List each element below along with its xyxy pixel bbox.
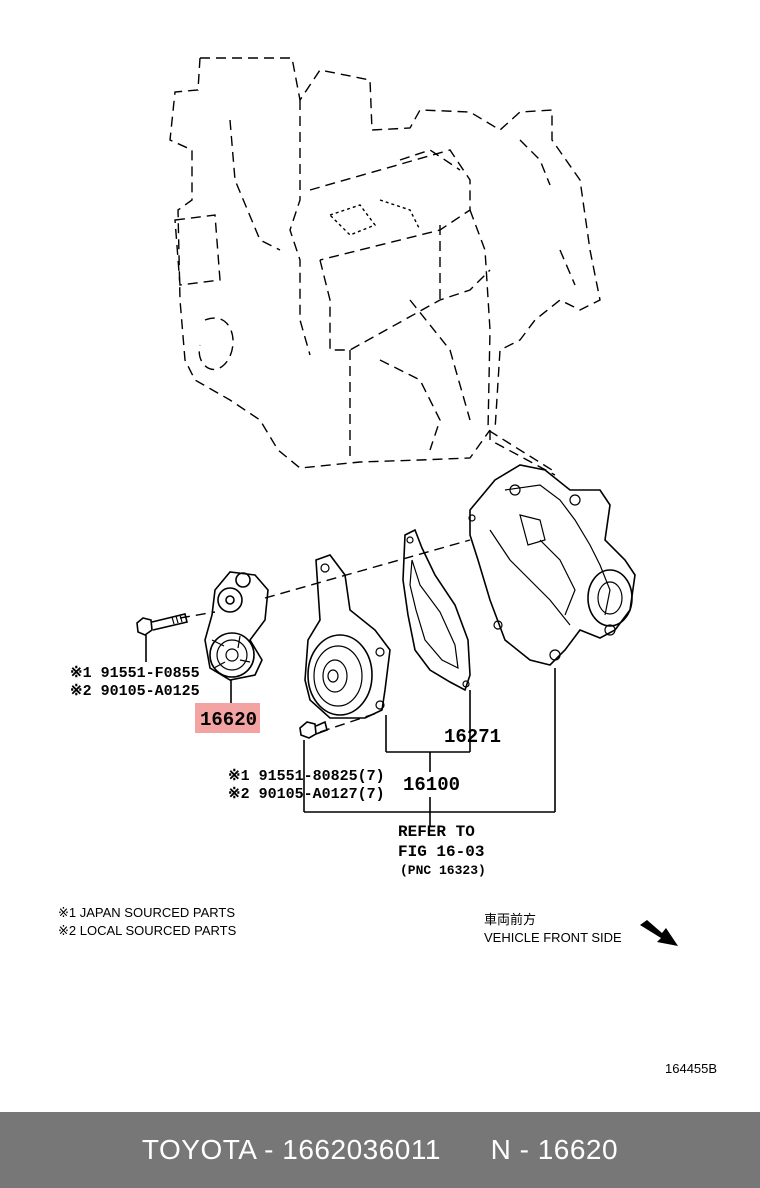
legend-note-local: ※2 LOCAL SOURCED PARTS — [58, 923, 237, 938]
fastener-left-line1: ※1 91551-F0855 — [70, 665, 200, 682]
part-number-16271[interactable]: 16271 — [444, 726, 501, 748]
part-highlight-box — [195, 703, 260, 733]
refer-line1: REFER TO — [398, 823, 475, 841]
direction-english: VEHICLE FRONT SIDE — [484, 930, 622, 945]
assembly-line — [489, 430, 556, 476]
part-number-16100[interactable]: 16100 — [403, 774, 460, 796]
water-pump-illustration — [304, 554, 391, 719]
footer-bar: TOYOTA - 1662036011 N - 16620 — [0, 1112, 760, 1188]
footer-ref: N - 16620 — [490, 1134, 619, 1165]
assembly-line — [264, 539, 471, 599]
footer-brand-part: TOYOTA - 1662036011 — [141, 1134, 441, 1165]
part-number-16620[interactable]: 16620 — [200, 709, 257, 731]
front-direction-arrow-icon — [640, 920, 678, 946]
direction-japanese: 車両前方 — [484, 912, 536, 927]
refer-line2[interactable]: FIG 16-03 — [398, 843, 484, 861]
leader-lines — [145, 635, 556, 826]
footer-spacer — [441, 1134, 491, 1166]
gasket-illustration — [402, 528, 471, 692]
fastener-right-line2: ※2 90105-A0127(7) — [228, 786, 385, 803]
timing-cover-illustration — [468, 464, 636, 666]
parts-diagram: ※1 91551-F0855 ※2 90105-A0125 16620 1627… — [58, 57, 717, 1076]
bolt-right-illustration — [299, 720, 328, 739]
refer-line3: (PNC 16323) — [400, 863, 486, 878]
tensioner-assembly-illustration — [204, 571, 269, 681]
fastener-left-line2: ※2 90105-A0125 — [70, 683, 200, 700]
bolt-left-illustration — [136, 613, 188, 636]
illustration-id: 164455B — [665, 1061, 717, 1076]
engine-block-illustration — [169, 57, 601, 471]
legend-note-japan: ※1 JAPAN SOURCED PARTS — [58, 905, 235, 920]
fastener-right-line1: ※1 91551-80825(7) — [228, 768, 385, 785]
